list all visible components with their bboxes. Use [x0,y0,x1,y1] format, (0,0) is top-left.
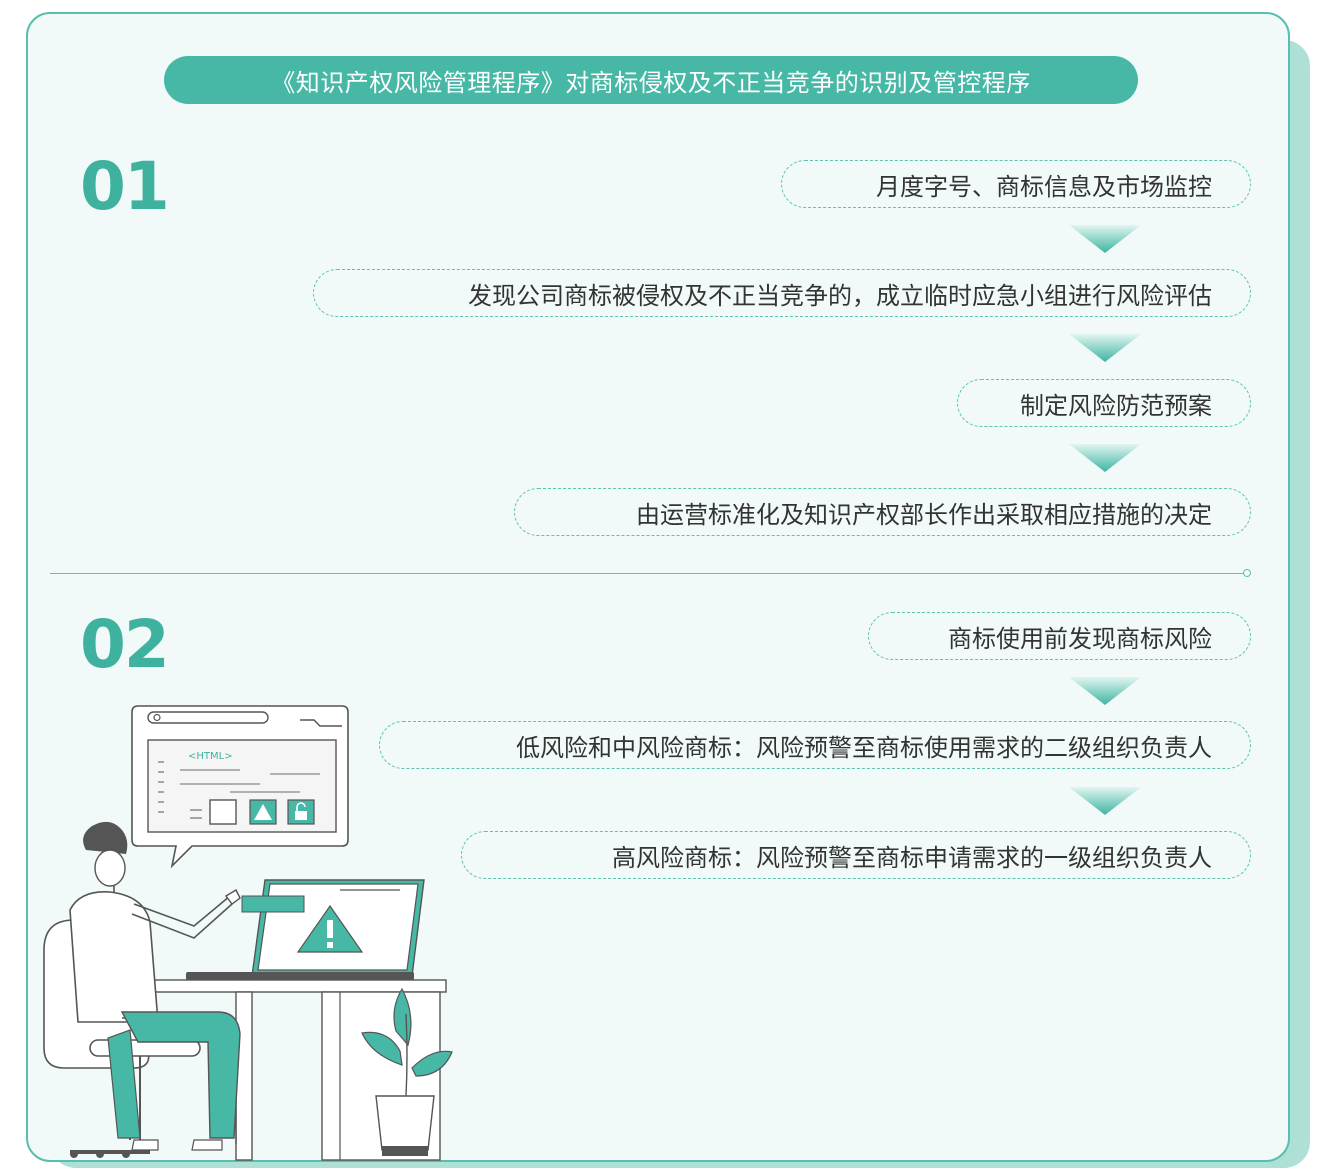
down-arrow-icon [1069,444,1141,472]
down-arrow-icon [1069,787,1141,815]
section-number-02: 02 [80,606,170,683]
browser-bubble: <HTML> [131,705,349,869]
plant-icon [361,987,453,1156]
flow-step: 制定风险防范预案 [957,379,1251,427]
section-divider [50,573,1244,574]
down-arrow-icon [1069,677,1141,705]
down-arrow-icon [1069,225,1141,253]
search-icon [153,713,161,722]
page-title: 《知识产权风险管理程序》对商标侵权及不正当竞争的识别及管控程序 [164,56,1138,104]
flow-step: 由运营标准化及知识产权部长作出采取相应措施的决定 [514,488,1251,536]
laptop [186,879,425,980]
section-number-01: 01 [80,148,170,225]
content-card [26,12,1290,1162]
flow-step: 高风险商标：风险预警至商标申请需求的一级组织负责人 [461,831,1251,879]
html-code-tag: <HTML> [188,751,233,762]
down-arrow-icon [1069,334,1141,362]
flow-step: 低风险和中风险商标：风险预警至商标使用需求的二级组织负责人 [379,721,1251,769]
person-at-computer-illustration: <HTML> [43,705,453,1161]
flow-step: 商标使用前发现商标风险 [868,612,1251,660]
divider-dot [1243,569,1251,577]
flow-step: 月度字号、商标信息及市场监控 [781,160,1251,208]
person [69,821,241,1151]
flow-step: 发现公司商标被侵权及不正当竞争的，成立临时应急小组进行风险评估 [313,269,1251,317]
